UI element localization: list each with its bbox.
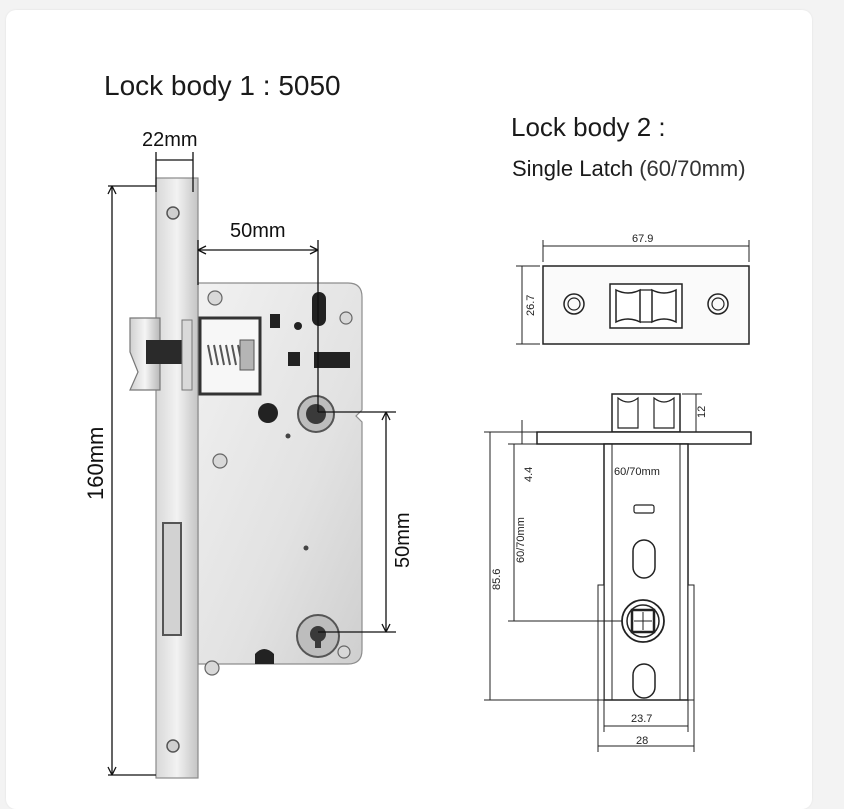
dim-60-70-v-label: 60/70mm <box>515 517 527 563</box>
dim-50mm-horizontal <box>197 240 319 412</box>
side-latch-bolt <box>617 396 675 429</box>
latch-side-view: 12 4.4 60/70mm 60/70mm 85.6 <box>484 393 752 752</box>
bottom-notch <box>255 649 274 664</box>
front-screw-left-inner <box>567 297 581 311</box>
side-wing-right <box>687 584 695 701</box>
dim-60-70-vertical <box>508 443 622 622</box>
dim-12 <box>682 393 702 433</box>
side-slot-small <box>633 504 655 514</box>
dim-60-70-label: 60/70mm <box>614 466 660 478</box>
front-screw-left-outer <box>563 293 585 315</box>
faceplate <box>155 177 199 779</box>
case-dot-2 <box>303 545 309 551</box>
latch-spring <box>207 344 243 366</box>
side-slot-bottom <box>632 663 656 699</box>
cylinder-hole <box>310 626 326 642</box>
side-wing-left <box>597 584 605 701</box>
cylinder-keyway <box>315 636 321 648</box>
dim-85-6 <box>484 431 604 701</box>
dim-50mm-v-label: 50mm <box>392 512 414 568</box>
dim-67-9-label: 67.9 <box>632 233 653 245</box>
dim-12-label: 12 <box>696 406 708 418</box>
latch-front-view: 67.9 26.7 <box>516 233 750 345</box>
lock-body-1-drawing: 22mm 50mm 160mm 50mm <box>83 129 414 779</box>
case-screw-4 <box>204 660 220 676</box>
case-slot-d <box>314 352 350 368</box>
spindle-hole <box>306 404 326 424</box>
front-latch-bridge <box>640 289 652 323</box>
dim-160mm-label: 160mm <box>83 427 108 500</box>
latch-bolt <box>129 317 161 391</box>
side-spindle-cross <box>634 612 652 630</box>
dim-28 <box>597 700 695 752</box>
dim-160mm <box>107 185 156 776</box>
dim-50mm-h-label: 50mm <box>230 220 286 242</box>
dim-67-9 <box>542 240 750 262</box>
dim-50mm-vertical <box>318 411 396 633</box>
faceplate-screw-bottom <box>166 739 180 753</box>
dim-85-6-label: 85.6 <box>491 569 503 590</box>
subtitle-main: Single Latch <box>512 156 634 181</box>
dim-28-label: 28 <box>636 735 648 747</box>
case-hole <box>258 403 278 423</box>
lock-body-1-title: Lock body 1 : 5050 <box>104 70 341 101</box>
front-screw-right-inner <box>711 297 725 311</box>
side-slot-oval <box>632 539 656 579</box>
lock-body-2-title: Lock body 2 : <box>511 112 666 142</box>
case-dot <box>285 433 291 439</box>
dim-26-7-label: 26.7 <box>525 295 537 316</box>
front-screw-right-outer <box>707 293 729 315</box>
case-slot-a <box>270 314 280 328</box>
latch-guide <box>181 319 193 391</box>
dim-22mm <box>155 152 194 192</box>
subtitle-paren: (60/70mm) <box>639 156 746 181</box>
latch-tail <box>239 339 255 371</box>
faceplate-screw-top <box>166 206 180 220</box>
side-faceplate <box>536 431 752 445</box>
dim-26-7 <box>516 265 540 345</box>
case-slot-c <box>288 352 300 366</box>
dim-4-4-label: 4.4 <box>523 467 535 482</box>
deadbolt-slot <box>162 522 182 636</box>
case-screw-5 <box>337 645 351 659</box>
dim-23-7 <box>603 700 689 732</box>
lock-body-2-subtitle: Single Latch (60/70mm) <box>512 156 746 182</box>
dim-23-7-label: 23.7 <box>631 713 652 725</box>
case-screw-2 <box>339 311 353 325</box>
latch-core <box>146 340 182 364</box>
case-pin <box>294 322 302 330</box>
dim-22mm-label: 22mm <box>142 129 198 151</box>
case-screw-1 <box>207 290 223 306</box>
case-slot-b <box>312 292 326 326</box>
case-screw-3 <box>212 453 228 469</box>
